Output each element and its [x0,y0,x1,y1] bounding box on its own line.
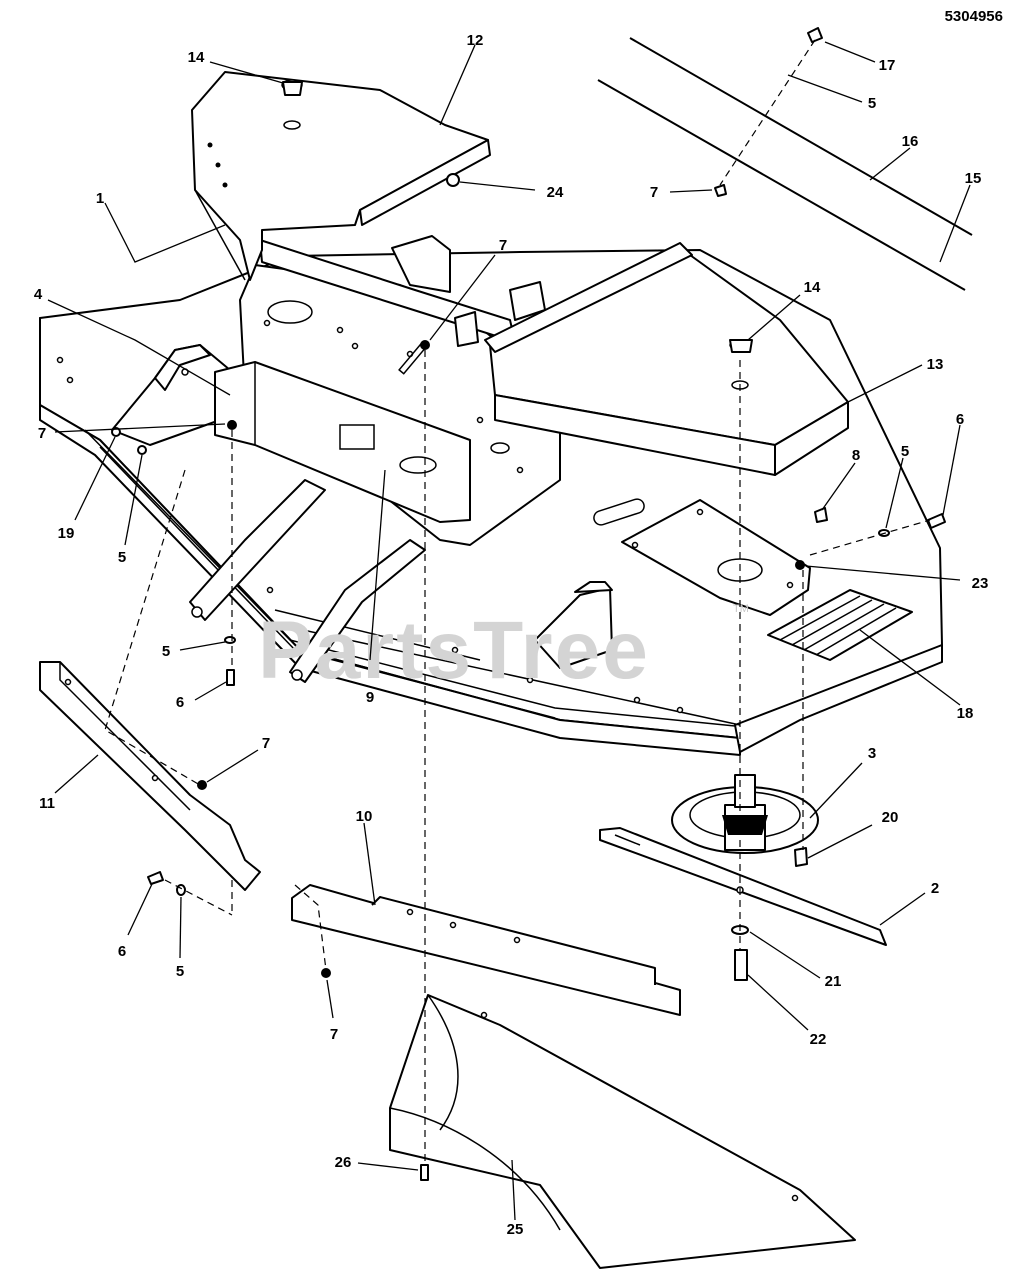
belt-cover-13 [484,242,849,476]
callout-18: 18 [957,705,974,722]
callout-14-left: 14 [188,49,205,66]
callout-23: 23 [972,575,989,592]
callout-26: 26 [335,1154,352,1171]
callout-9: 9 [366,689,374,706]
discharge-chute-25 [389,994,856,1269]
callout-22: 22 [810,1031,827,1048]
callout-5-rod: 5 [868,95,876,112]
watermark-mark: TM [733,603,749,615]
step-pad-18 [767,589,913,661]
callout-25: 25 [507,1221,524,1238]
callout-11: 11 [39,795,55,812]
pivot-bracket-4 [111,344,231,446]
callout-6-bottom: 6 [118,943,126,960]
callout-1: 1 [96,190,104,207]
callout-19: 19 [58,525,75,542]
callout-7-rod: 7 [650,184,658,201]
callout-14-right: 14 [804,279,821,296]
callout-16: 16 [902,133,919,150]
assembly-lines [104,39,931,1165]
watermark: PartsTree [258,605,650,696]
callout-7-shield: 7 [262,735,270,752]
callout-4: 4 [34,286,43,303]
hardware [111,27,946,1181]
callout-13: 13 [927,356,944,373]
spindle-3 [671,774,819,854]
rear-shield-10 [291,884,681,1016]
callout-7-bottom: 7 [330,1026,338,1043]
callout-3: 3 [868,745,876,762]
side-shield-11 [39,661,261,891]
callout-15: 15 [965,170,982,187]
callout-12: 12 [467,32,484,49]
callout-5-bottom: 5 [176,963,184,980]
callout-10: 10 [356,808,373,825]
callout-17: 17 [879,57,896,74]
callout-7-left: 7 [38,425,46,442]
document-number: 5304956 [945,8,1003,25]
callout-7-top: 7 [499,237,507,254]
rods [597,37,973,291]
callout-20: 20 [882,809,899,826]
callout-5-mid: 5 [162,643,170,660]
callout-5-right: 5 [901,443,909,460]
callout-5-left: 5 [118,549,126,566]
hitch-arms [189,479,613,683]
blade-2 [599,827,887,946]
callout-8: 8 [852,447,860,464]
callout-6-mid: 6 [176,694,184,711]
callout-24: 24 [547,184,564,201]
callout-21: 21 [825,973,842,990]
callout-2: 2 [931,880,939,897]
callouts: 1 2 3 4 5 5 5 5 5 6 6 6 7 [34,32,989,1238]
callout-6-right: 6 [956,411,964,428]
front-baffle-9 [214,361,471,523]
